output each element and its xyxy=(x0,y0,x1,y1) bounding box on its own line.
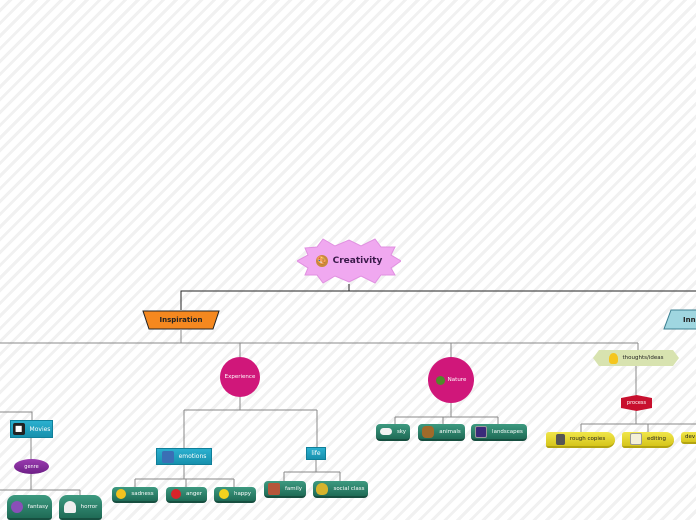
angry-face-icon xyxy=(171,489,181,499)
node-nature-label: Nature xyxy=(447,377,467,383)
pencil-paper-icon xyxy=(629,433,642,445)
crystal-ball-icon xyxy=(10,500,23,513)
node-fantasy-label: fantasy xyxy=(27,503,49,510)
bear-icon xyxy=(422,425,435,438)
node-family[interactable]: family xyxy=(264,481,306,498)
node-fantasy[interactable]: fantasy xyxy=(7,495,52,520)
branch-inspiration-label: Inspiration xyxy=(159,316,203,324)
family-icon xyxy=(268,482,280,495)
tree-icon xyxy=(435,375,445,385)
node-sky-label: sky xyxy=(396,428,407,435)
node-anger[interactable]: anger xyxy=(166,487,207,503)
node-thoughts-ideas[interactable]: thoughts/ideas xyxy=(593,350,679,366)
node-happy[interactable]: happy xyxy=(214,487,256,503)
node-experience-label: Experience xyxy=(224,374,256,380)
connector-nature xyxy=(394,403,499,424)
node-social-class-label: social class xyxy=(333,485,365,492)
node-rough-copies-label: rough copies xyxy=(569,436,606,442)
node-landscapes[interactable]: landscapes xyxy=(471,424,527,441)
node-process[interactable]: process xyxy=(621,395,652,411)
palette-icon: 🎨 xyxy=(315,255,328,267)
node-social-class[interactable]: social class xyxy=(313,481,368,498)
node-dev[interactable]: dev xyxy=(681,432,696,444)
node-dev-label: dev xyxy=(685,434,696,440)
node-horror[interactable]: horror xyxy=(59,495,102,520)
branch-inspiration[interactable]: Inspiration xyxy=(142,310,220,330)
masks-icon xyxy=(161,450,174,463)
sad-face-icon xyxy=(116,489,127,499)
node-horror-label: horror xyxy=(80,503,98,510)
node-genre[interactable]: genre xyxy=(14,459,49,474)
node-emotions[interactable]: emotions xyxy=(156,448,212,465)
node-anger-label: anger xyxy=(186,491,202,497)
branch-inner-label: Inn xyxy=(683,315,696,324)
node-happy-label: happy xyxy=(233,491,252,497)
node-editing[interactable]: editing xyxy=(622,432,674,448)
node-life-label: life xyxy=(311,450,321,457)
connector-emotions xyxy=(134,465,235,487)
node-family-label: family xyxy=(285,485,302,492)
money-bag-icon xyxy=(316,482,329,495)
node-thoughts-label: thoughts/ideas xyxy=(622,355,664,361)
node-movies[interactable]: ■ Movies xyxy=(10,420,53,438)
node-rough-copies[interactable]: rough copies xyxy=(546,432,615,448)
node-life[interactable]: life xyxy=(306,447,326,460)
node-process-label: process xyxy=(626,400,647,406)
node-movies-label: Movies xyxy=(29,425,51,433)
connector-inspiration xyxy=(0,330,639,357)
node-sky[interactable]: sky xyxy=(376,424,410,441)
cloud-icon xyxy=(379,428,392,435)
branch-inner[interactable]: Inn xyxy=(663,309,696,330)
central-label: Creativity xyxy=(332,256,383,266)
hexagon-shape xyxy=(621,395,652,411)
node-genre-label: genre xyxy=(24,463,39,470)
connector-movies xyxy=(0,411,33,420)
node-editing-label: editing xyxy=(646,436,667,442)
connector-process xyxy=(580,366,696,432)
lightbulb-icon xyxy=(608,352,618,364)
node-animals[interactable]: animals xyxy=(418,424,465,441)
ghost-icon xyxy=(63,500,76,513)
connector-experience xyxy=(183,397,318,448)
node-sadness[interactable]: sadness xyxy=(112,487,158,503)
node-emotions-label: emotions xyxy=(178,453,207,460)
trapezoid-shape xyxy=(663,309,696,330)
happy-face-icon xyxy=(218,489,229,499)
film-camera-icon: ■ xyxy=(12,423,25,435)
trapezoid-shape xyxy=(142,310,220,330)
node-sadness-label: sadness xyxy=(131,491,154,497)
landscape-icon xyxy=(475,425,488,438)
starburst-shape xyxy=(297,238,401,284)
node-animals-label: animals xyxy=(439,428,461,435)
central-node-creativity[interactable]: 🎨 Creativity xyxy=(297,238,401,284)
node-experience[interactable]: Experience xyxy=(220,357,260,397)
node-nature[interactable]: Nature xyxy=(428,357,474,403)
node-landscapes-label: landscapes xyxy=(492,428,523,435)
connector-genre xyxy=(0,438,81,495)
connector-central xyxy=(180,284,696,310)
notebook-icon xyxy=(555,433,565,445)
connector-life xyxy=(283,460,341,481)
